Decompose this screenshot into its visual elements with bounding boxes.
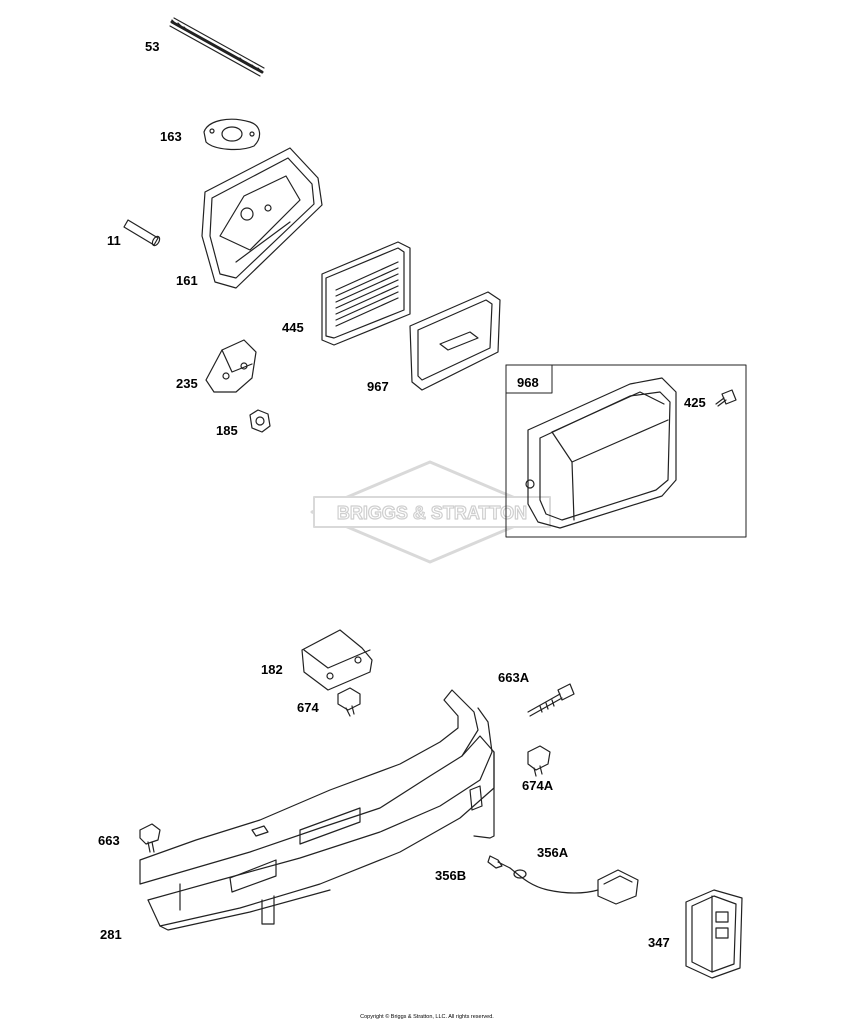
callout-663[interactable]: 663 <box>98 833 120 848</box>
callout-53[interactable]: 53 <box>145 39 160 54</box>
callout-425[interactable]: 425 <box>684 395 706 410</box>
callout-968[interactable]: 968 <box>517 375 539 390</box>
callout-356a[interactable]: 356A <box>537 845 569 860</box>
bracket-235-icon <box>205 339 257 393</box>
ground-wire-icon <box>509 867 639 905</box>
tube-icon <box>123 219 161 247</box>
kit-box-968-label-frame <box>505 364 553 394</box>
watermark-text: BRIGGS & STRATTON <box>337 503 527 523</box>
callout-663a[interactable]: 663A <box>498 670 530 685</box>
watermark-logo: BRIGGS & STRATTON <box>310 460 551 564</box>
screw-674-icon <box>337 687 361 717</box>
bolt-663a-icon <box>527 683 575 717</box>
screw-674a-icon <box>527 745 551 777</box>
callout-235[interactable]: 235 <box>176 376 198 391</box>
bolt-663-icon <box>139 823 161 853</box>
callout-161[interactable]: 161 <box>176 273 198 288</box>
callout-163[interactable]: 163 <box>160 129 182 144</box>
callout-11[interactable]: 11 <box>107 233 121 248</box>
callout-674a[interactable]: 674A <box>522 778 554 793</box>
screw-425-icon <box>715 389 737 407</box>
stud-icon <box>169 17 265 77</box>
bracket-182-icon <box>301 629 373 691</box>
callout-356b[interactable]: 356B <box>435 868 467 883</box>
callout-182[interactable]: 182 <box>261 662 283 677</box>
callout-445[interactable]: 445 <box>282 320 304 335</box>
gasket-icon <box>203 118 261 151</box>
pre-cleaner-icon <box>409 291 501 391</box>
air-cleaner-cover-icon <box>525 377 677 529</box>
callout-967[interactable]: 967 <box>367 379 389 394</box>
callout-347[interactable]: 347 <box>648 935 670 950</box>
wire-terminal-icon <box>487 855 511 869</box>
blower-housing-icon <box>139 689 495 931</box>
copyright-notice: Copyright © Briggs & Stratton, LLC. All … <box>360 1014 494 1020</box>
kit-box-968 <box>505 364 747 538</box>
air-cleaner-base-icon <box>201 147 323 289</box>
nut-icon <box>249 409 271 433</box>
callout-281[interactable]: 281 <box>100 927 122 942</box>
callout-185[interactable]: 185 <box>216 423 238 438</box>
air-filter-icon <box>321 241 411 346</box>
switch-icon <box>685 889 743 979</box>
callout-674[interactable]: 674 <box>297 700 319 715</box>
